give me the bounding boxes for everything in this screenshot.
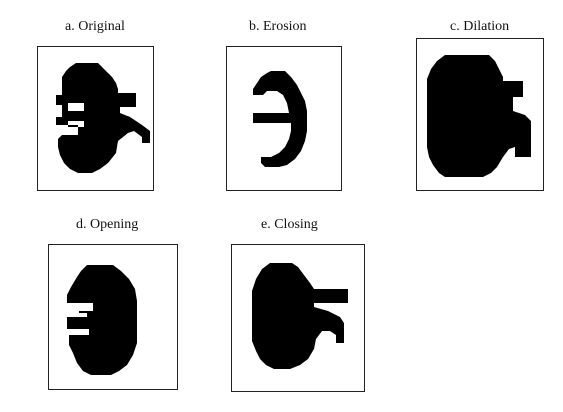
image-frame-original xyxy=(37,46,154,191)
caption-dilation: c. Dilation xyxy=(450,19,509,35)
image-frame-erosion xyxy=(226,46,342,191)
erosion-shape xyxy=(253,71,307,167)
dilation-shape-image xyxy=(417,39,544,191)
closing-shape-image xyxy=(232,245,365,392)
caption-opening: d. Opening xyxy=(76,217,138,233)
image-frame-dilation xyxy=(416,38,544,191)
erosion-shape-image xyxy=(227,47,342,191)
image-frame-opening xyxy=(48,244,178,390)
caption-erosion: b. Erosion xyxy=(249,19,307,35)
opening-shape xyxy=(67,265,137,375)
original-shape xyxy=(56,63,150,173)
dilation-shape xyxy=(427,55,531,177)
caption-original: a. Original xyxy=(65,19,125,35)
original-shape-image xyxy=(38,47,154,191)
opening-shape-image xyxy=(49,245,178,390)
closing-shape xyxy=(252,263,348,369)
image-frame-closing xyxy=(231,244,365,392)
caption-closing: e. Closing xyxy=(261,217,318,233)
